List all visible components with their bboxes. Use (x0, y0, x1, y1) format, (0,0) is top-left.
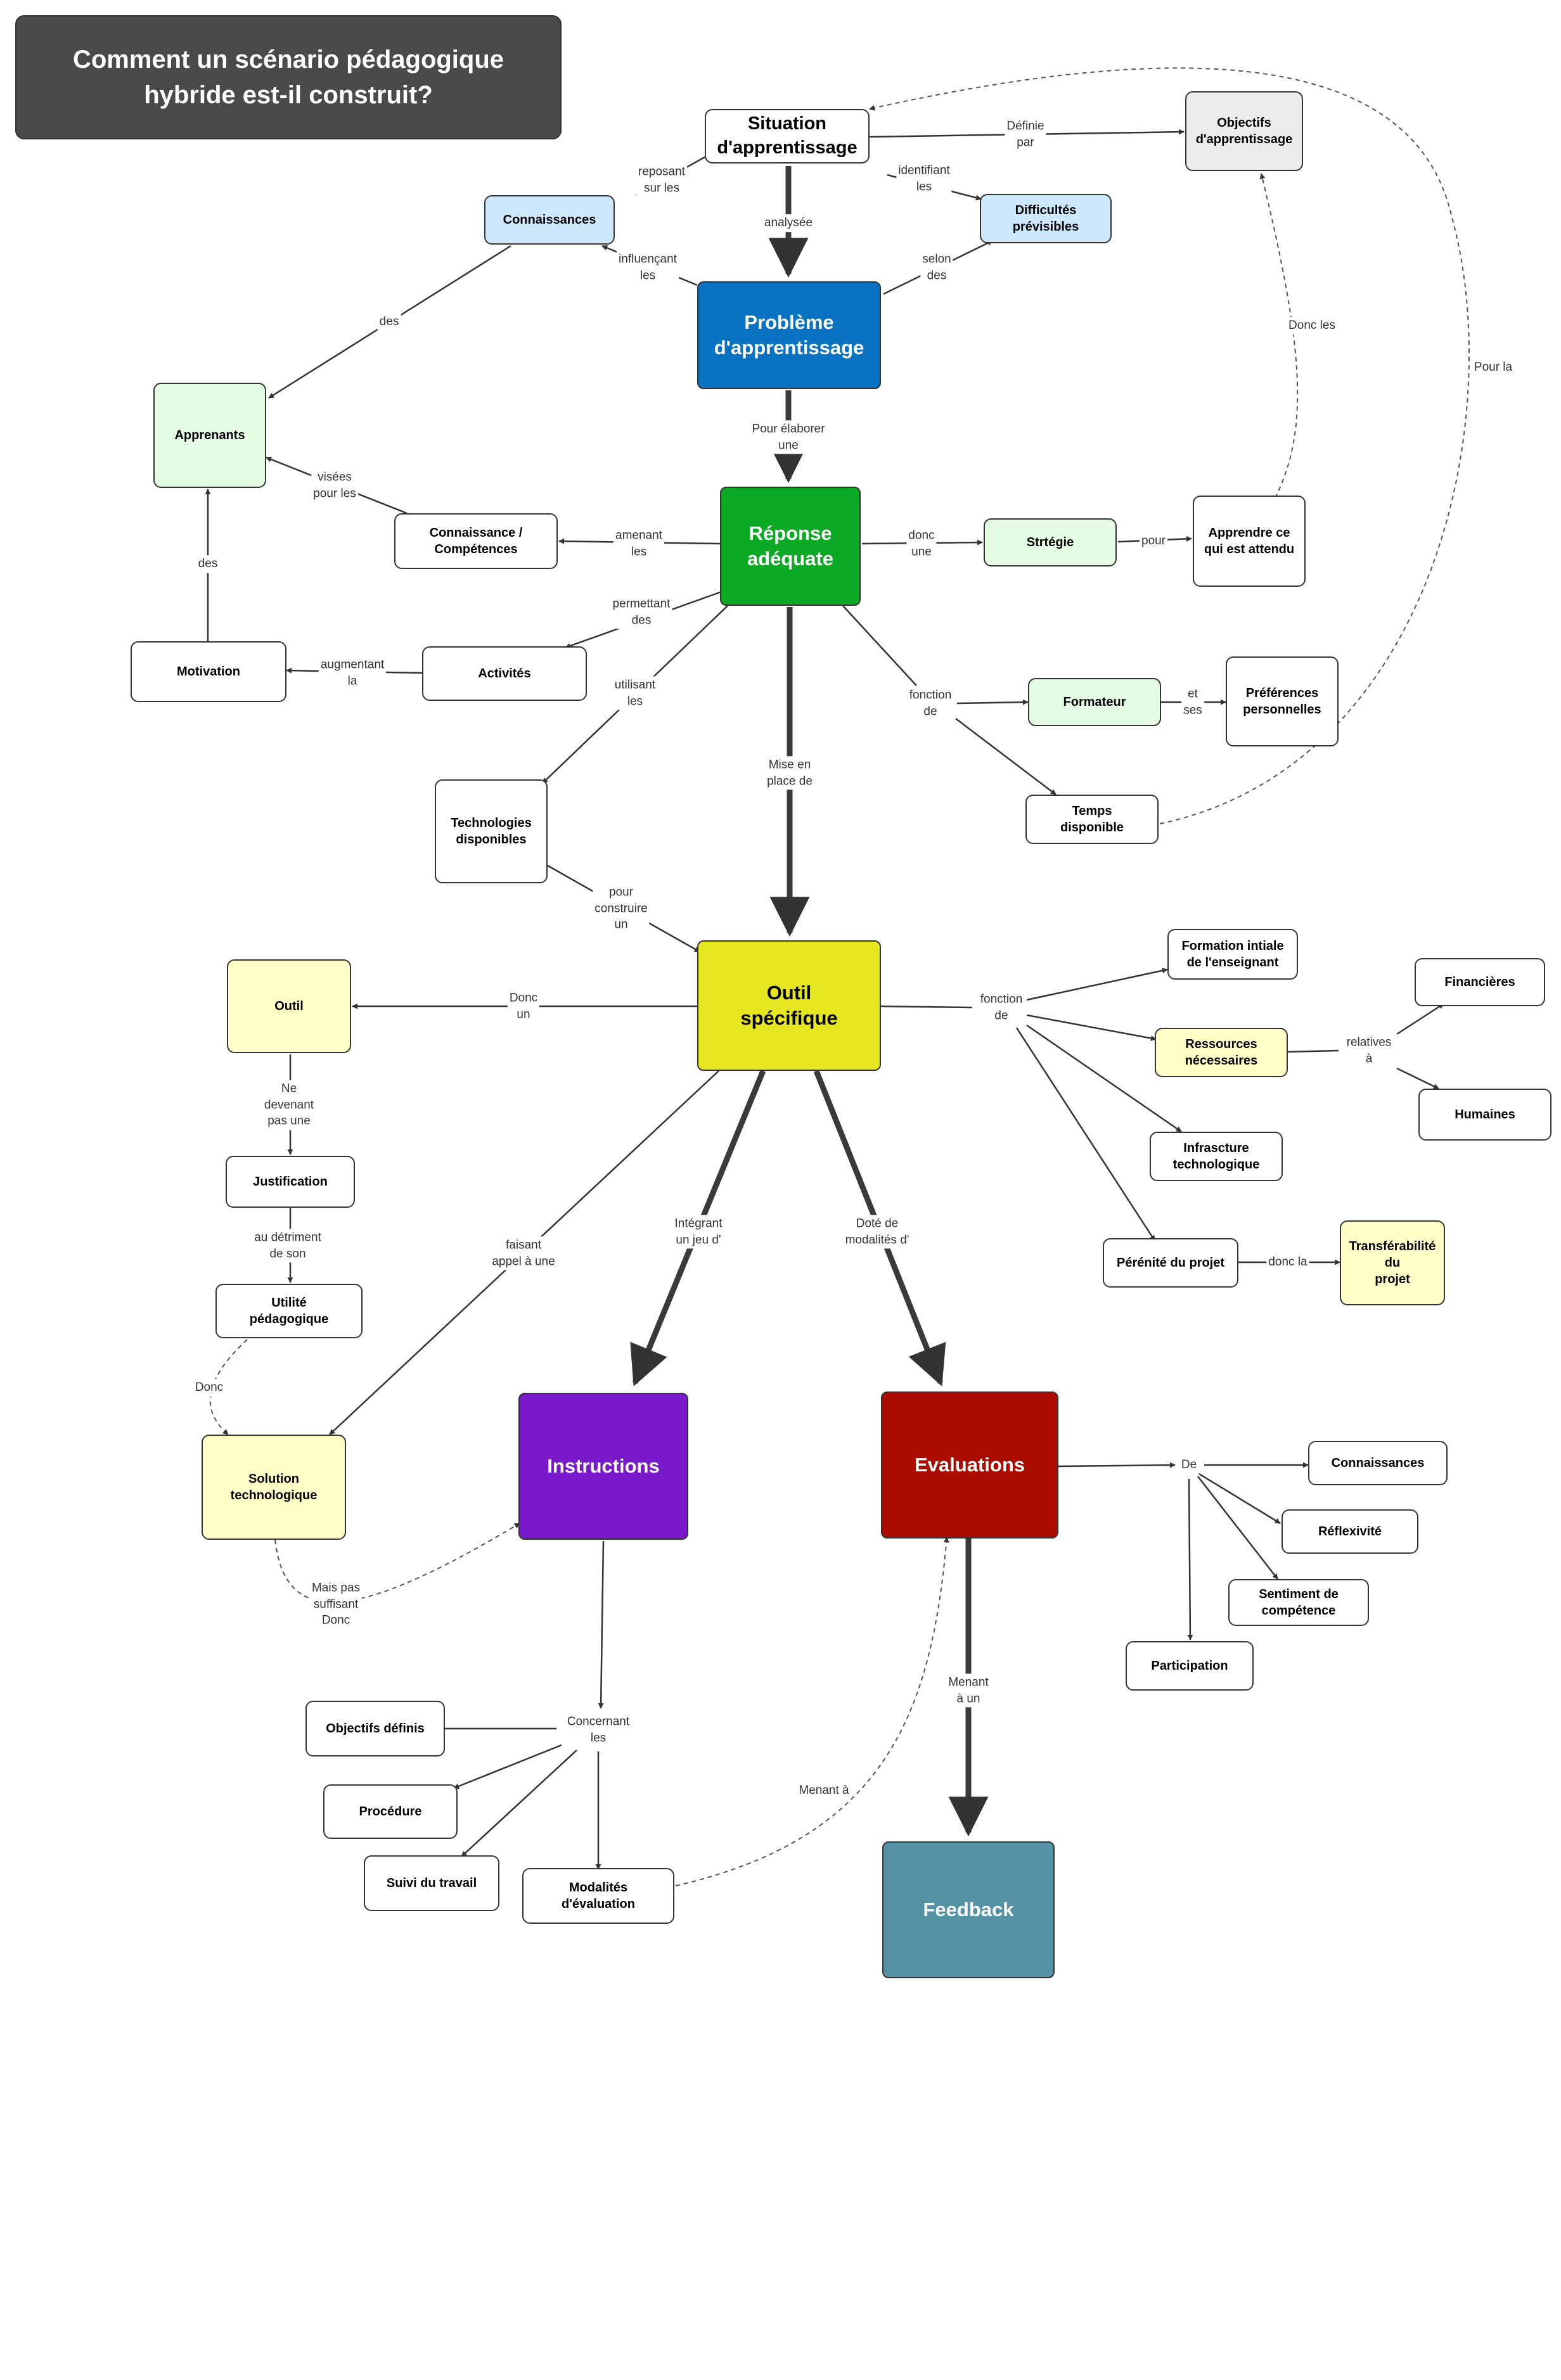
node-objectifs-apprentissage[interactable]: Objectifs d'apprentissage (1185, 91, 1303, 171)
node-apprendre[interactable]: Apprendre ce qui est attendu (1193, 496, 1306, 587)
node-formateur[interactable]: Formateur (1028, 678, 1161, 726)
node-perennite[interactable]: Pérénité du projet (1103, 1238, 1238, 1288)
node-situation[interactable]: Situation d'apprentissage (705, 109, 870, 163)
link-label-integrant: Intégrant un jeu d' (672, 1215, 724, 1249)
link-label-influencant: influençant les (617, 250, 679, 285)
link-label-ne-devenant: Ne devenant pas une (262, 1080, 316, 1130)
link-label-mais-pas: Mais pas suffisant Donc (309, 1579, 363, 1630)
node-activites[interactable]: Activités (422, 646, 587, 701)
link-label-donc-la: donc la (1266, 1253, 1309, 1271)
node-outil[interactable]: Outil (227, 959, 351, 1053)
link-label-menant-a: Menant à (797, 1782, 851, 1800)
link-label-pour-elaborer: Pour élaborer une (750, 420, 827, 454)
node-transferabilite[interactable]: Transférabilité du projet (1340, 1220, 1445, 1305)
node-modalites[interactable]: Modalités d'évaluation (522, 1868, 674, 1924)
node-sentiment[interactable]: Sentiment de compétence (1228, 1579, 1369, 1626)
node-motivation[interactable]: Motivation (131, 641, 286, 702)
node-solution[interactable]: Solution technologique (202, 1435, 346, 1540)
node-strategie[interactable]: Strtégie (984, 518, 1117, 566)
link-label-selon-des: selon des (920, 250, 953, 285)
link-label-augmentant: augmentant la (318, 656, 387, 690)
link-label-faisant-appel: faisant appel à une (490, 1236, 557, 1270)
link-label-pour: pour (1139, 532, 1168, 550)
node-technologies[interactable]: Technologies disponibles (435, 779, 548, 883)
node-apprenants[interactable]: Apprenants (153, 383, 266, 488)
link-label-des-motivation: des (196, 555, 220, 573)
link-label-au-detriment: au détriment de son (252, 1229, 323, 1263)
node-utilite[interactable]: Utilité pédagogique (215, 1284, 363, 1338)
node-suivi[interactable]: Suivi du travail (364, 1855, 499, 1911)
link-label-concernant: Concernant les (565, 1713, 632, 1747)
node-outil-specifique[interactable]: Outil spécifique (697, 940, 881, 1071)
node-humaines[interactable]: Humaines (1418, 1089, 1551, 1141)
link-label-donc-une: donc une (906, 527, 937, 561)
link-label-permettant: permettant des (610, 595, 672, 629)
diagram-title: Comment un scénario pédagogique hybride … (15, 15, 562, 139)
node-connaissances[interactable]: Connaissances (484, 195, 615, 245)
link-label-analysee: analysée (762, 214, 815, 232)
node-justification[interactable]: Justification (226, 1156, 355, 1208)
node-connaissance-competences[interactable]: Connaissance / Compétences (394, 513, 558, 569)
link-label-menant-a-un: Menant à un (946, 1673, 991, 1708)
node-temps[interactable]: Temps disponible (1025, 795, 1159, 844)
link-label-donc-un: Donc un (507, 989, 540, 1023)
link-label-definie-par: Définie par (1005, 117, 1046, 151)
node-reflexivite[interactable]: Réflexivité (1282, 1509, 1418, 1554)
link-label-des-apprenants: des (377, 313, 401, 331)
link-label-utilisant: utilisant les (612, 676, 658, 710)
node-participation[interactable]: Participation (1126, 1641, 1254, 1691)
link-label-donc-les: Donc les (1287, 317, 1337, 335)
link-label-fonction-de-1: fonction de (907, 686, 954, 720)
link-label-relatives: relatives à (1344, 1033, 1394, 1068)
link-label-et-ses: et ses (1181, 685, 1204, 719)
link-label-dote: Doté de modalités d' (843, 1215, 911, 1249)
link-label-identifiant: identifiant les (896, 162, 952, 196)
link-label-mise-en-place: Mise en place de (765, 756, 814, 790)
node-evaluations[interactable]: Evaluations (881, 1392, 1058, 1539)
link-label-de: De (1179, 1456, 1199, 1474)
node-formation[interactable]: Formation intiale de l'enseignant (1167, 929, 1298, 980)
node-connaissances-eval[interactable]: Connaissances (1308, 1441, 1448, 1485)
node-instructions[interactable]: Instructions (518, 1393, 688, 1540)
link-label-fonction-de-2: fonction de (978, 990, 1025, 1025)
link-label-pour-construire: pour construire un (593, 883, 650, 934)
link-label-donc: Donc (193, 1379, 226, 1397)
link-label-amenant: amenant les (613, 527, 664, 561)
node-preferences[interactable]: Préférences personnelles (1226, 656, 1339, 746)
node-reponse[interactable]: Réponse adéquate (720, 487, 861, 606)
node-feedback[interactable]: Feedback (882, 1841, 1055, 1978)
node-difficultes[interactable]: Difficultés prévisibles (980, 194, 1112, 243)
link-label-pour-la: Pour la (1472, 359, 1515, 376)
node-probleme[interactable]: Problème d'apprentissage (697, 281, 881, 389)
link-label-visees: visées pour les (311, 468, 358, 502)
node-objectifs-definis[interactable]: Objectifs définis (305, 1701, 445, 1756)
node-infrastructure[interactable]: Infrascture technologique (1150, 1132, 1283, 1181)
link-label-reposant-sur: reposant sur les (636, 163, 687, 197)
node-procedure[interactable]: Procédure (323, 1784, 458, 1839)
node-ressources[interactable]: Ressources nécessaires (1155, 1028, 1288, 1077)
node-financieres[interactable]: Financières (1415, 958, 1545, 1006)
